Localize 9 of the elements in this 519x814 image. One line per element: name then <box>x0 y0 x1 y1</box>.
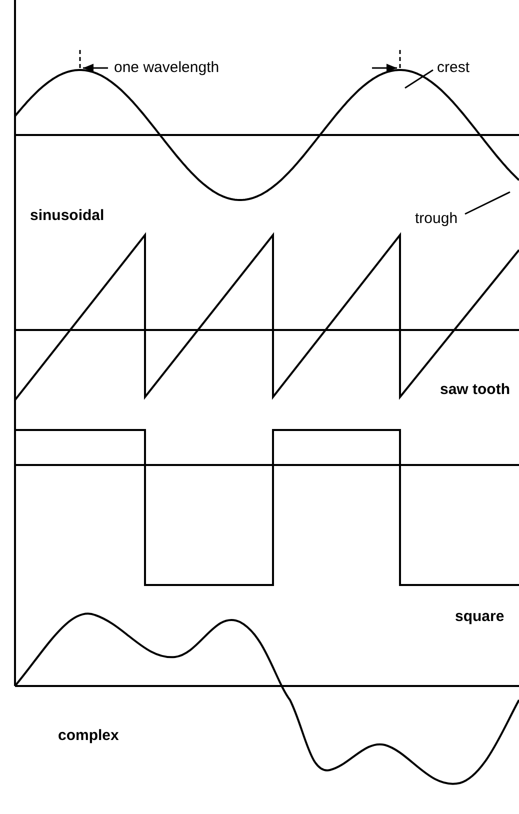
leader-line <box>464 191 510 215</box>
callout-label: crest <box>437 59 470 77</box>
leader-line <box>404 69 434 89</box>
waveform-label: sinusoidal <box>30 207 104 225</box>
waveform-label: complex <box>58 727 119 745</box>
dimension-label: one wavelength <box>114 59 220 77</box>
waveform-label: square <box>455 608 504 626</box>
waveform-label: saw tooth <box>440 381 510 399</box>
callout-label: trough <box>415 210 458 228</box>
